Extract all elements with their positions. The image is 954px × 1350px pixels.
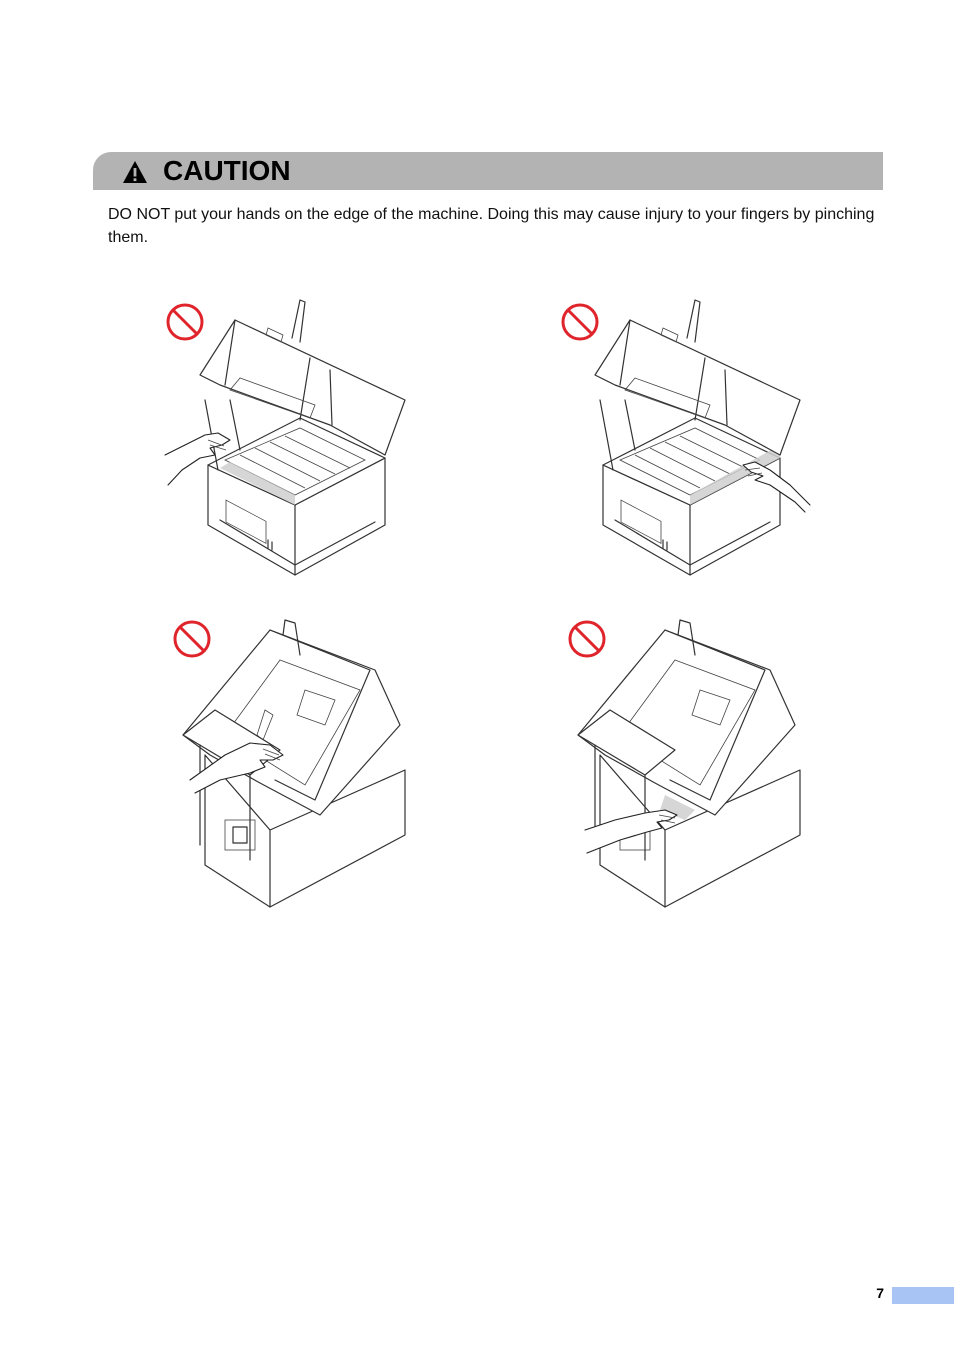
caution-title: CAUTION	[163, 155, 291, 186]
figure-open-top-hand-right	[561, 299, 811, 576]
warning-triangle-icon	[123, 161, 147, 183]
caution-text: DO NOT put your hands on the edge of the…	[108, 206, 875, 246]
figure-open-cover-hand-front	[568, 619, 801, 908]
prohibited-icon	[561, 303, 599, 341]
figure-open-cover-hand-top	[173, 619, 406, 908]
prohibited-icon	[568, 620, 606, 658]
caution-header-bar	[93, 152, 883, 190]
page-number: 7	[876, 1285, 884, 1301]
figure-open-top-hand-left	[164, 299, 406, 576]
prohibited-icon	[173, 620, 211, 658]
page-tab-marker	[892, 1287, 954, 1304]
prohibited-icon	[166, 303, 204, 341]
